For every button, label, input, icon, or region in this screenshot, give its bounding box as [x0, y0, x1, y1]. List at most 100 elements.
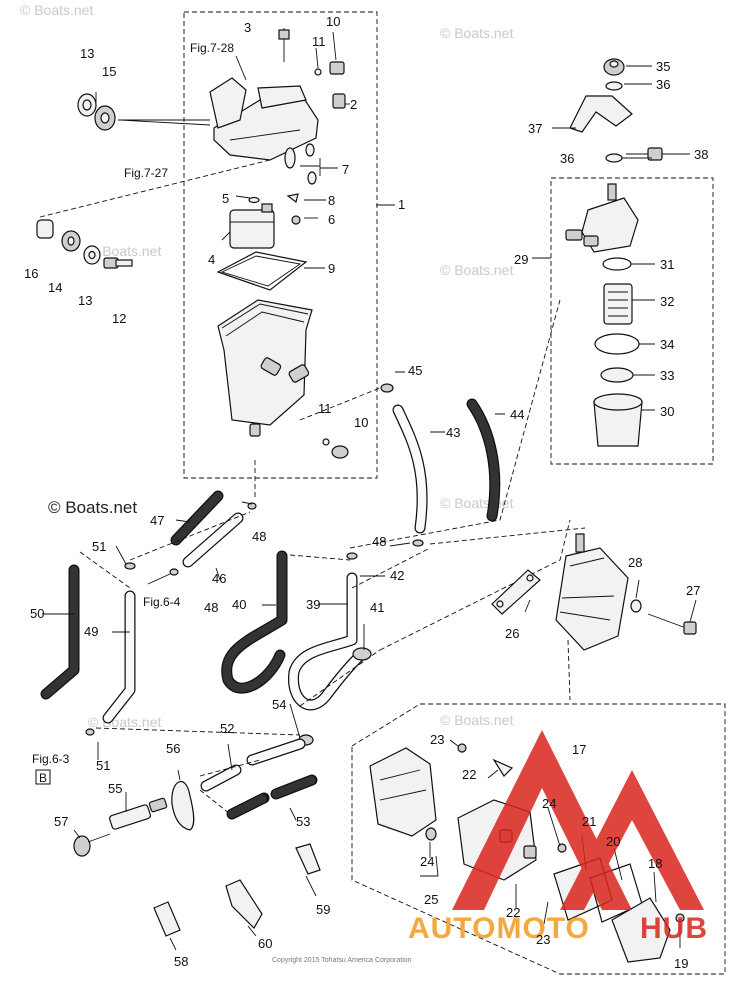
hose-40-mesh — [221, 550, 288, 694]
part-filter-element-4 — [229, 203, 275, 249]
callout: 21 — [582, 814, 596, 829]
callout: 36 — [656, 77, 670, 92]
part-collar-13-top — [77, 93, 97, 117]
callout: 7 — [342, 162, 349, 177]
callout: 29 — [514, 252, 528, 267]
clip-48-mid — [169, 568, 179, 576]
callout: 60 — [258, 936, 272, 951]
hose-46 — [182, 512, 244, 568]
part-cushion-35 — [603, 58, 625, 76]
callout: 37 — [528, 121, 542, 136]
part-clip-60 — [225, 879, 263, 929]
part-screw-19 — [675, 913, 685, 923]
part-hose-53-mesh — [226, 774, 318, 820]
callout: 32 — [660, 294, 674, 309]
part-bolt-27 — [647, 613, 697, 635]
callout: 51 — [92, 539, 106, 554]
group-box-fuel-filter-assembly — [550, 177, 714, 465]
callout: 9 — [328, 261, 335, 276]
copyright-notice: Copyright 2015 Tohatsu America Corporati… — [272, 957, 412, 964]
svg-text:HUB: HUB — [640, 912, 708, 945]
callout: 31 — [660, 257, 674, 272]
callout: 1 — [398, 197, 405, 212]
main-watermark: © Boats.net — [48, 498, 137, 517]
clip-51-upper — [124, 562, 136, 570]
group-box-fuel-tank-assembly — [183, 11, 378, 479]
ref-fig-6-3: Fig.6-3 — [32, 752, 70, 766]
callout: 27 — [686, 583, 700, 598]
callout: 30 — [660, 404, 674, 419]
part-clip-5 — [248, 196, 260, 204]
part-o-ring-31 — [602, 257, 632, 271]
part-nut-24 — [425, 827, 437, 841]
callout: 28 — [628, 555, 642, 570]
part-ring-33 — [600, 367, 634, 383]
part-pump-cover-25 — [369, 747, 437, 837]
part-plate-26 — [491, 569, 541, 615]
callout: 19 — [674, 956, 688, 971]
callout: 14 — [48, 280, 62, 295]
callout: 35 — [656, 59, 670, 74]
clip-42 — [346, 552, 358, 560]
callout: 48 — [204, 600, 218, 615]
part-strap-56 — [171, 780, 195, 831]
callout: 24 — [542, 796, 556, 811]
part-washer-13-bottom — [83, 245, 101, 265]
callout: 23 — [430, 732, 444, 747]
part-gasket-9 — [216, 251, 308, 291]
callout: 24 — [420, 854, 434, 869]
watermark: © Boats.net — [440, 262, 513, 278]
part-grommet-15 — [94, 105, 116, 131]
callout: 42 — [390, 568, 404, 583]
callout: 18 — [648, 856, 662, 871]
callout: 4 — [208, 252, 215, 267]
brand-logo: AUTOMOTO HUB — [408, 730, 708, 945]
part-bracket-37 — [569, 95, 633, 133]
svg-text:AUTOMOTO: AUTOMOTO — [408, 912, 590, 945]
callout: 34 — [660, 337, 674, 352]
watermark: © Boats.net — [440, 495, 513, 511]
group-box-fuel-pump-parts — [351, 703, 726, 975]
callout: 8 — [328, 193, 335, 208]
part-washer-36-bottom — [605, 153, 623, 163]
ref-box-b — [35, 769, 51, 785]
ref-fig-7-28: Fig.7-28 — [190, 41, 234, 55]
callout: 49 — [84, 624, 98, 639]
watermark: © Boats.net — [88, 243, 161, 259]
callout: 25 — [424, 892, 438, 907]
hose-43 — [392, 404, 428, 534]
callout: 47 — [150, 513, 164, 528]
part-connector-55 — [108, 797, 168, 830]
callout: 48 — [252, 529, 266, 544]
part-clips-7 — [284, 143, 317, 185]
callout: 23 — [536, 932, 550, 947]
callout: 40 — [232, 597, 246, 612]
callout: 52 — [220, 721, 234, 736]
callout: 16 — [24, 266, 38, 281]
watermark: © Boats.net — [440, 712, 513, 728]
clamp-41 — [352, 647, 372, 661]
clip-51-lower — [85, 728, 95, 736]
part-clip-8 — [286, 193, 299, 204]
callout: 17 — [572, 742, 586, 757]
part-screw-3 — [278, 29, 290, 62]
watermark: © Boats.net — [20, 2, 93, 18]
callout: 41 — [370, 600, 384, 615]
callout: 46 — [212, 571, 226, 586]
callout: 6 — [328, 212, 335, 227]
part-fitting-10-top — [329, 61, 345, 75]
callout: 13 — [78, 293, 92, 308]
part-bolt-57 — [73, 833, 111, 857]
part-grommet-14 — [61, 230, 81, 252]
callout: 12 — [112, 311, 126, 326]
part-filter-element-32 — [603, 283, 633, 325]
callout: 45 — [408, 363, 422, 378]
callout: 38 — [694, 147, 708, 162]
clip-48-upper — [247, 502, 257, 510]
callout: 22 — [462, 767, 476, 782]
callout: 48 — [372, 534, 386, 549]
hose-50-mesh — [40, 564, 80, 700]
callout: 26 — [505, 626, 519, 641]
callout: 5 — [222, 191, 229, 206]
